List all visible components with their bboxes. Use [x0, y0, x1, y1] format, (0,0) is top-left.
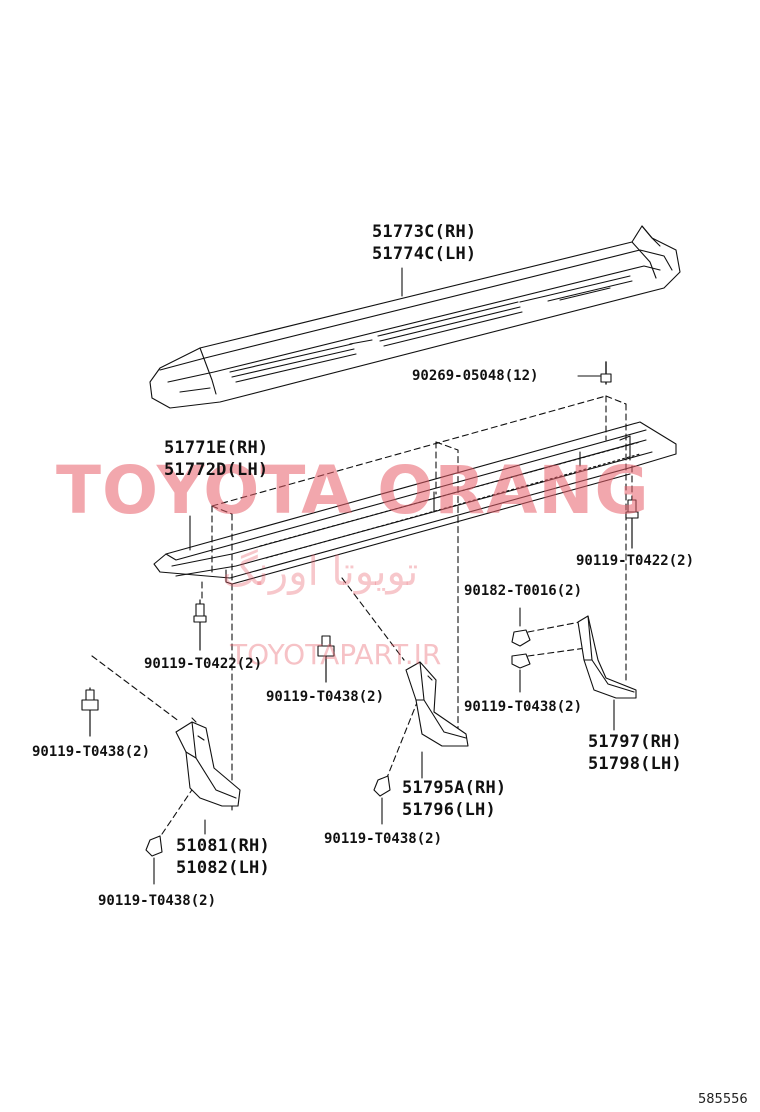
bolt-left-stay-part [81, 687, 99, 737]
label-rear-stay-lh: 51798(LH) [588, 754, 682, 774]
bolt-bottom-part [145, 835, 163, 885]
front-stay-part [175, 717, 241, 835]
label-bolt-left-stay: 90119-T0438(2) [32, 744, 151, 760]
center-stay-part [405, 661, 469, 779]
watermark-persian: تویوتا اورنگ [222, 549, 419, 595]
label-step-board-lh: 51774C(LH) [372, 244, 477, 264]
label-nut: 90182-T0016(2) [464, 583, 583, 599]
nut-part [511, 607, 531, 647]
bracket-rail-part [153, 421, 677, 585]
label-rear-stay-rh: 51797(RH) [588, 732, 682, 752]
label-center-stay-lh: 51796(LH) [402, 800, 496, 820]
bolt-right-top-part [625, 495, 639, 549]
bolt-left-part [193, 599, 207, 651]
label-center-stay-rh: 51795A(RH) [402, 778, 507, 798]
watermark-site: TOYOTAPART.IR [230, 638, 442, 671]
label-front-stay-rh: 51081(RH) [176, 836, 270, 856]
rear-stay-part [577, 615, 637, 731]
label-front-stay-lh: 51082(LH) [176, 858, 270, 878]
label-bolt-left: 90119-T0422(2) [144, 656, 263, 672]
label-bracket-lh: 51772D(LH) [164, 460, 269, 480]
step-board-part [149, 225, 681, 409]
label-bolt-right-top: 90119-T0422(2) [576, 553, 695, 569]
bolt-right-lower-part [511, 653, 531, 693]
watermark-brand: TOYOTA ORANG [56, 452, 650, 529]
label-bolt-mid-lower: 90119-T0438(2) [324, 831, 443, 847]
bolt-mid-lower-part [373, 775, 391, 825]
clip-part [577, 361, 612, 385]
label-bracket-rh: 51771E(RH) [164, 438, 269, 458]
label-bolt-bottom: 90119-T0438(2) [98, 893, 217, 909]
diagram-id: 585556 [698, 1092, 748, 1107]
bolt-mid-upper-part [317, 635, 335, 683]
label-bolt-right-lower: 90119-T0438(2) [464, 699, 583, 715]
label-step-board-rh: 51773C(RH) [372, 222, 477, 242]
label-bolt-mid-upper: 90119-T0438(2) [266, 689, 385, 705]
label-clip: 90269-05048(12) [412, 368, 539, 384]
